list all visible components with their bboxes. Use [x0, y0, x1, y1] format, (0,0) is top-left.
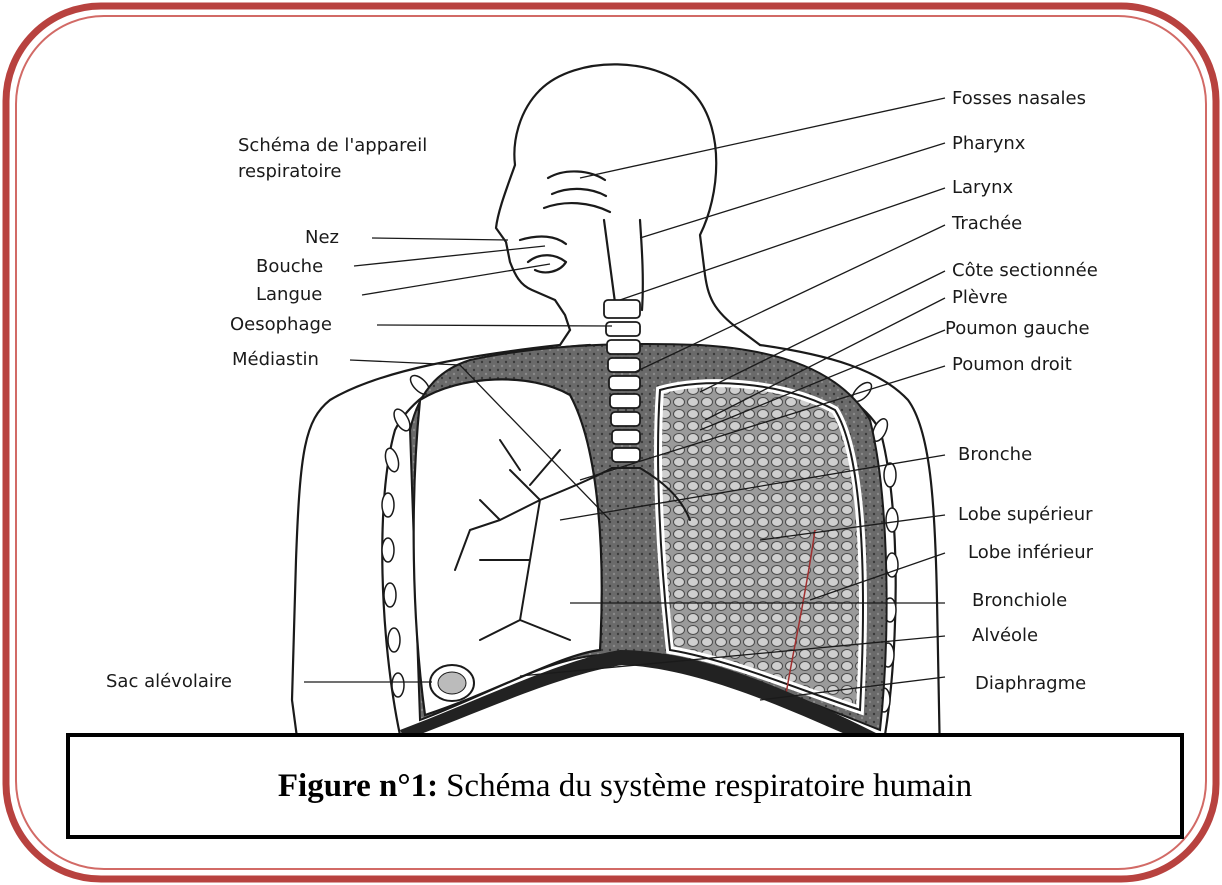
label-cote-sectionnee: Côte sectionnée	[952, 260, 1098, 282]
label-larynx: Larynx	[952, 177, 1013, 199]
caption-text: Schéma du système respiratoire humain	[446, 768, 972, 805]
label-pharynx: Pharynx	[952, 133, 1025, 155]
label-fosses-nasales: Fosses nasales	[952, 88, 1086, 110]
label-langue: Langue	[256, 284, 322, 306]
figure-caption: Figure n°1: Schéma du système respiratoi…	[66, 733, 1184, 839]
caption-label: Figure n°1:	[278, 768, 438, 805]
label-trachee: Trachée	[952, 213, 1022, 235]
label-lobe-inferieur: Lobe inférieur	[968, 542, 1093, 564]
face-profile	[496, 90, 570, 330]
label-mediastin: Médiastin	[232, 349, 319, 371]
label-oesophage: Oesophage	[230, 314, 332, 336]
diagram-title: Schéma de l'appareil respiratoire	[238, 133, 528, 185]
label-lobe-superieur: Lobe supérieur	[958, 504, 1093, 526]
label-bronche: Bronche	[958, 444, 1032, 466]
label-alveole: Alvéole	[972, 625, 1038, 647]
label-poumon-droit: Poumon droit	[952, 354, 1072, 376]
label-bouche: Bouche	[256, 256, 323, 278]
label-sac-alveolaire: Sac alévolaire	[106, 671, 232, 693]
label-poumon-gauche: Poumon gauche	[945, 318, 1090, 340]
label-bronchiole: Bronchiole	[972, 590, 1067, 612]
label-diaphragme: Diaphragme	[975, 673, 1086, 695]
label-nez: Nez	[305, 227, 339, 249]
head-outline	[540, 64, 760, 345]
label-plevre: Plèvre	[952, 287, 1008, 309]
